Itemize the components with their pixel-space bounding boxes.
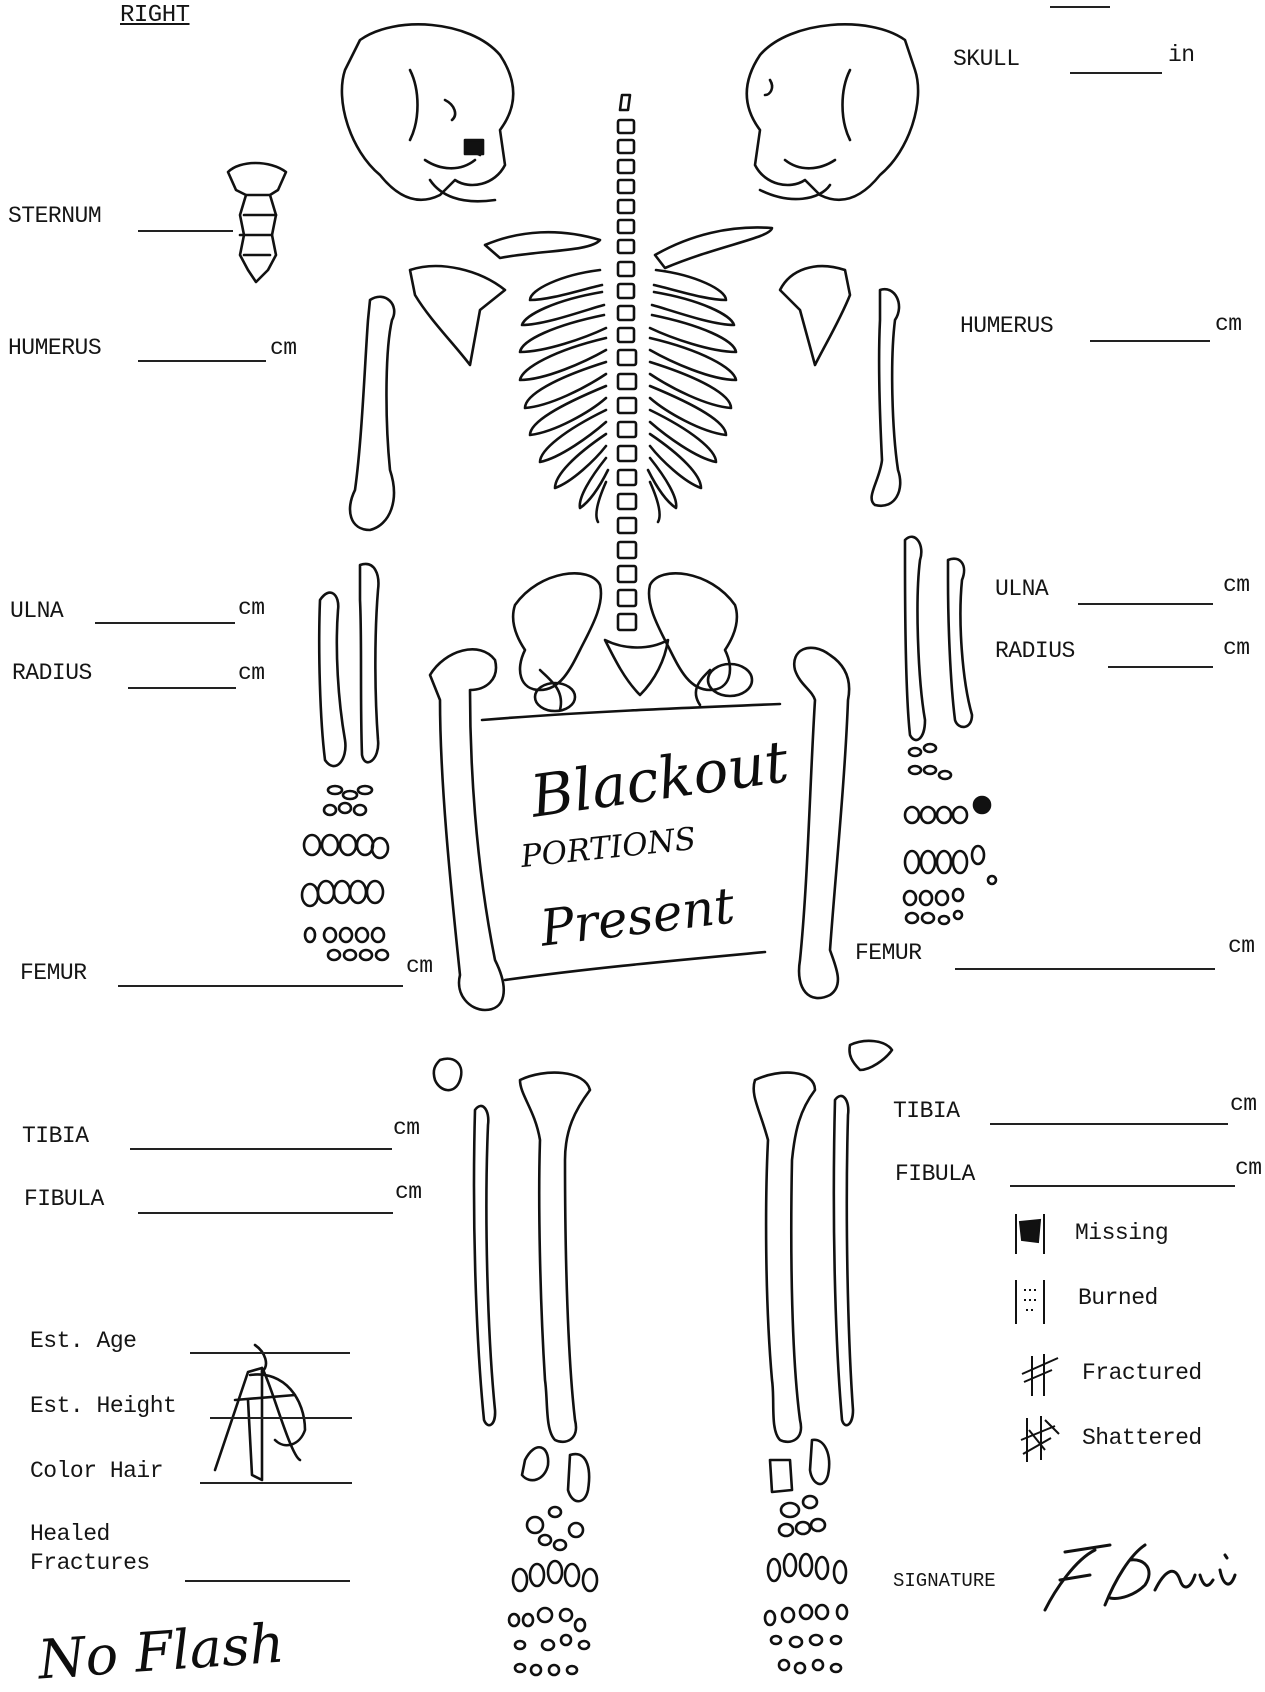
missing-icon bbox=[1010, 1210, 1050, 1258]
humerus-right-field[interactable] bbox=[138, 360, 266, 362]
tibia-left-label: TIBIA bbox=[893, 1100, 960, 1123]
shattered-icon bbox=[1015, 1410, 1065, 1466]
right-side-header: RIGHT bbox=[120, 4, 190, 28]
tibia-right-label: TIBIA bbox=[22, 1125, 89, 1148]
right-hand-bones bbox=[302, 786, 388, 960]
ribcage-left bbox=[648, 270, 736, 522]
sternum-field[interactable] bbox=[138, 230, 233, 232]
handwritten-bottom-note: No Flash bbox=[36, 1616, 286, 1687]
spine bbox=[618, 95, 636, 630]
tibia-left-unit: cm bbox=[1230, 1093, 1257, 1116]
fibula-right-unit: cm bbox=[395, 1181, 422, 1204]
fibula-left-unit: cm bbox=[1235, 1157, 1262, 1180]
radius-left-unit: cm bbox=[1223, 637, 1250, 660]
radius-left-field[interactable] bbox=[1108, 666, 1213, 668]
pelvis bbox=[513, 573, 752, 711]
legend-fractured-label: Fractured bbox=[1082, 1362, 1202, 1385]
left-foot-bones bbox=[765, 1440, 847, 1673]
skull-right-view bbox=[342, 24, 513, 201]
ulna-right-label: ULNA bbox=[10, 600, 63, 623]
skull-field[interactable] bbox=[1070, 72, 1162, 74]
skull-unit: in bbox=[1168, 44, 1195, 67]
humerus-left-field[interactable] bbox=[1090, 340, 1210, 342]
humerus-right-unit: cm bbox=[270, 337, 297, 360]
color-hair-field[interactable] bbox=[200, 1482, 352, 1484]
est-age-label: Est. Age bbox=[30, 1330, 136, 1353]
signature-label: SIGNATURE bbox=[893, 1572, 996, 1591]
legend-shattered-label: Shattered bbox=[1082, 1427, 1202, 1450]
radius-right-label: RADIUS bbox=[12, 662, 92, 685]
tibia-right-field[interactable] bbox=[130, 1148, 392, 1150]
ulna-right-field[interactable] bbox=[95, 622, 235, 624]
right-foot-bones bbox=[509, 1447, 597, 1675]
sternum-bone bbox=[228, 163, 286, 282]
burned-icon bbox=[1010, 1276, 1050, 1328]
color-hair-label: Color Hair bbox=[30, 1460, 163, 1483]
femur-right-unit: cm bbox=[406, 955, 433, 978]
radius-right-field[interactable] bbox=[128, 687, 236, 689]
ulna-right-unit: cm bbox=[238, 597, 265, 620]
ulna-left-unit: cm bbox=[1223, 574, 1250, 597]
ulna-left-label: ULNA bbox=[995, 578, 1048, 601]
healed-fractures-label-2: Fractures bbox=[30, 1552, 150, 1575]
est-height-label: Est. Height bbox=[30, 1395, 176, 1418]
legend-missing-label: Missing bbox=[1075, 1222, 1168, 1245]
est-height-field[interactable] bbox=[210, 1417, 352, 1419]
fractured-icon bbox=[1012, 1350, 1062, 1400]
healed-fractures-field[interactable] bbox=[185, 1580, 350, 1582]
healed-fractures-label-1: Healed bbox=[30, 1523, 110, 1546]
femur-left-label: FEMUR bbox=[855, 942, 922, 965]
humerus-left-label: HUMERUS bbox=[960, 315, 1053, 338]
tibia-right-unit: cm bbox=[393, 1117, 420, 1140]
femur-right-label: FEMUR bbox=[20, 962, 87, 985]
humerus-left-unit: cm bbox=[1215, 313, 1242, 336]
skull-left-view bbox=[747, 24, 918, 199]
tibia-left-field[interactable] bbox=[990, 1123, 1228, 1125]
fibula-right-label: FIBULA bbox=[24, 1188, 104, 1211]
signature-mark bbox=[1035, 1530, 1265, 1620]
skull-label: SKULL bbox=[953, 48, 1020, 71]
radius-left-label: RADIUS bbox=[995, 640, 1075, 663]
fibula-right-field[interactable] bbox=[138, 1212, 393, 1214]
legend-burned-label: Burned bbox=[1078, 1287, 1158, 1310]
femur-left-field[interactable] bbox=[955, 968, 1215, 970]
left-side-header-line bbox=[1050, 6, 1110, 8]
left-hand-bones bbox=[904, 744, 996, 924]
fibula-left-field[interactable] bbox=[1010, 1185, 1235, 1187]
ulna-left-field[interactable] bbox=[1078, 603, 1213, 605]
sternum-label: STERNUM bbox=[8, 205, 101, 228]
humerus-right-label: HUMERUS bbox=[8, 337, 101, 360]
est-age-field[interactable] bbox=[190, 1352, 350, 1354]
femur-left-unit: cm bbox=[1228, 935, 1255, 958]
femur-right-field[interactable] bbox=[118, 985, 403, 987]
fibula-left-label: FIBULA bbox=[895, 1163, 975, 1186]
radius-right-unit: cm bbox=[238, 662, 265, 685]
ribcage-right bbox=[520, 270, 608, 522]
